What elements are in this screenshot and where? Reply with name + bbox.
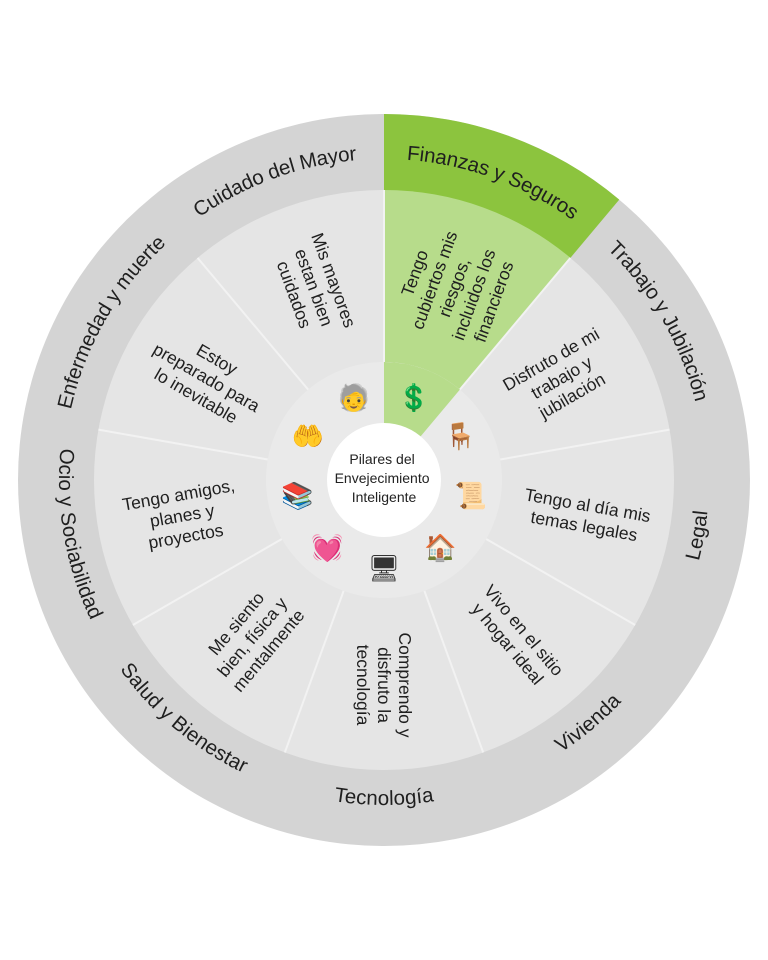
segment-statement-line: disfruto la [374,647,394,723]
svg-text:Pilares del Envejecimien: Pilares del Envejecimiento Inteligente [335,451,434,505]
leisure-book-clock-icon: 📚 [281,481,313,511]
segment-divider [98,428,268,461]
segment-divider [196,257,309,391]
svg-text:💲: 💲 [398,382,430,413]
segment-tecnologia-statement: Comprendo ydisfruto latecnología [353,632,415,737]
svg-text:🧓: 🧓 [338,381,370,413]
segment-statement-line: tecnología [353,645,373,726]
elder-care-icon: 🧓 [338,381,370,413]
segment-divider [459,257,572,391]
heartbeat-icon: 💓 [311,532,343,563]
svg-text:🏠: 🏠 [424,533,456,563]
center-title-line-1: Pilares del [349,451,414,467]
computer-gears-icon: 🖥 [367,554,400,584]
segment-divider [423,590,485,753]
house-key-icon: 🏠 [424,533,456,563]
svg-text:🖥: 🖥 [367,554,400,584]
svg-text:📚: 📚 [281,481,313,511]
segment-divider [132,538,283,626]
center-circle [327,423,441,537]
center-title-line-2: Envejecimiento [335,470,430,486]
retirement-rocking-chair-icon: 🪑 [444,421,476,452]
svg-text:📜: 📜 [454,481,486,511]
svg-text:Disfruto de mitrabajo yjubilac: Disfruto de mitrabajo yjubilación [499,324,623,432]
segment-statement-line: Comprendo y [395,632,415,737]
segment-trabajo-statement: Disfruto de mitrabajo yjubilación [499,324,623,432]
svg-text:🪑: 🪑 [444,421,476,452]
legal-document-icon: 📜 [454,481,486,511]
segment-tecnologia-title: Tecnología [333,784,435,811]
segment-divider [500,428,670,461]
heart-hands-icon: 🤲 [292,422,324,452]
svg-text:Comprendo ydisfruto latecnolog: Comprendo ydisfruto latecnología [353,632,415,737]
segment-divider [485,538,636,626]
svg-text:🤲: 🤲 [292,422,324,452]
segment-divider [283,590,345,753]
svg-text:💓: 💓 [311,532,343,563]
finance-icon: 💲 [398,382,430,413]
center-title-line-3: Inteligente [352,489,417,505]
